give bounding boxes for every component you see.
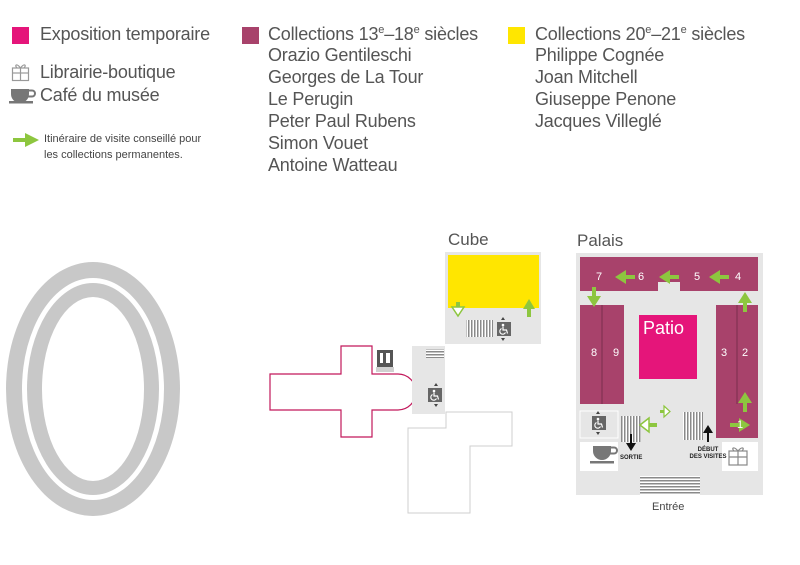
palais-building	[576, 253, 763, 495]
room-number: 7	[596, 271, 603, 283]
route-arrow	[523, 299, 535, 317]
artist-name: Jacques Villeglé	[535, 111, 662, 131]
oval-ring	[6, 262, 180, 516]
room-number: 1	[737, 419, 744, 431]
artist-name: Joan Mitchell	[535, 67, 638, 87]
temporary-label: Exposition temporaire	[40, 24, 210, 44]
exit-label: SORTIE	[620, 455, 643, 461]
room-number: 6	[638, 271, 645, 283]
gift-icon	[11, 62, 30, 87]
collections-modern-artist-list: Philippe Cognée Joan Mitchell Giuseppe P…	[535, 44, 676, 132]
collections-modern-title: Collections 20e–21e siècles	[535, 24, 745, 44]
exit-arrow	[626, 434, 636, 451]
patio-label: Patio	[643, 318, 685, 338]
room-number: 2	[742, 347, 749, 359]
artist-name: Georges de La Tour	[268, 67, 424, 87]
room-number: 5	[694, 271, 701, 283]
start-arrow	[703, 425, 713, 442]
artist-name: Le Perugin	[268, 89, 354, 109]
artist-name: Philippe Cognée	[535, 45, 665, 65]
cube-label: Cube	[448, 230, 489, 249]
collections-old-swatch	[242, 27, 259, 44]
connector-building	[412, 346, 445, 414]
route-text-line1: Itinéraire de visite conseillé pour	[44, 133, 202, 145]
artist-name: Peter Paul Rubens	[268, 111, 416, 131]
route-text-line2: les collections permanentes.	[44, 149, 183, 161]
room-number: 8	[591, 347, 598, 359]
collections-old-title: Collections 13e–18e siècles	[268, 24, 478, 44]
cube-building	[445, 252, 541, 344]
artist-name: Orazio Gentileschi	[268, 45, 412, 65]
entrance-label: Entrée	[652, 501, 685, 513]
room-number: 3	[721, 347, 728, 359]
shop-map-icon	[728, 447, 748, 466]
green-arrow-icon	[13, 132, 41, 153]
route-arrows	[587, 270, 752, 434]
artist-name: Simon Vouet	[268, 133, 368, 153]
coffee-cup-icon	[8, 86, 36, 111]
room-number: 9	[613, 347, 620, 359]
artist-name: Antoine Watteau	[268, 155, 398, 175]
artist-name: Giuseppe Penone	[535, 89, 677, 109]
cafe-label: Café du musée	[40, 85, 160, 105]
collections-old-artist-list: Orazio Gentileschi Georges de La Tour Le…	[268, 44, 423, 176]
toilets-icon	[376, 350, 394, 372]
cafe-map-icon	[590, 446, 618, 464]
temporary-exhibition-area	[269, 345, 417, 438]
collections-modern-swatch	[508, 27, 525, 44]
shop-label: Librairie-boutique	[40, 62, 176, 82]
route-arrow	[450, 302, 466, 318]
start-label-line1: DÉBUT	[697, 447, 719, 453]
start-label: DÉBUT DES VISITES	[688, 447, 728, 461]
start-label-line2: DES VISITES	[689, 454, 727, 460]
temporary-swatch	[12, 27, 29, 44]
palais-label: Palais	[577, 231, 624, 250]
room-number: 4	[735, 271, 742, 283]
